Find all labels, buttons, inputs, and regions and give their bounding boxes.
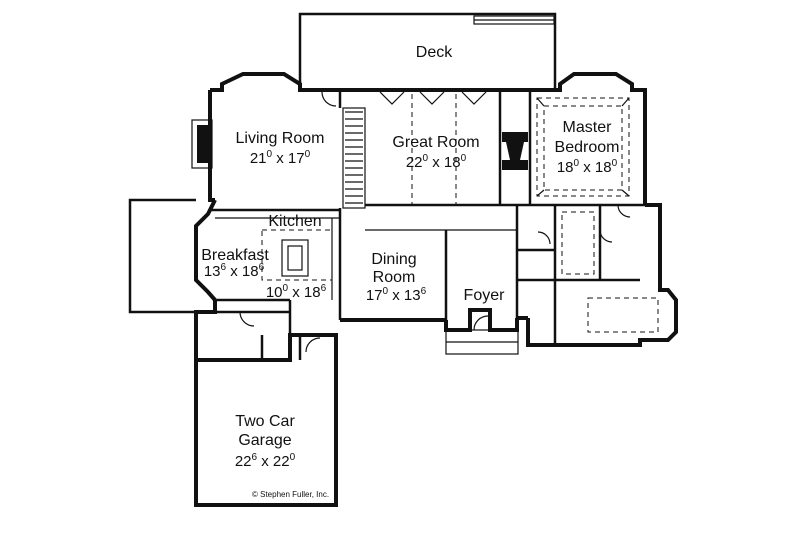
- master-bedroom-label-line2: Bedroom: [555, 139, 620, 156]
- kitchen-label: Kitchen: [268, 213, 321, 230]
- great-room-dimensions: 220 x 180: [406, 153, 467, 171]
- deck-area: [298, 12, 557, 90]
- breakfast-dimensions: 136 x 186: [204, 262, 265, 280]
- interior-walls: [210, 90, 660, 360]
- copyright-notice: © Stephen Fuller, Inc.: [252, 490, 329, 499]
- master-bedroom-label-line1: Master: [563, 119, 613, 136]
- dining-room-dimensions: 170 x 136: [366, 286, 427, 304]
- dashed-features: [261, 94, 659, 333]
- kitchen-dimensions: 100 x 186: [266, 283, 327, 301]
- exterior-walls: [128, 72, 678, 507]
- door-swings: [239, 91, 631, 353]
- deck-label: Deck: [416, 44, 453, 61]
- garage-label-line1: Two Car: [235, 413, 295, 430]
- dining-room-label-line2: Room: [373, 269, 416, 286]
- garage-dimensions: 226 x 220: [235, 452, 296, 470]
- great-room-label: Great Room: [392, 134, 479, 151]
- dining-room-label-line1: Dining: [371, 251, 416, 268]
- garage-label-line2: Garage: [238, 432, 291, 449]
- foyer-label: Foyer: [464, 287, 506, 304]
- living-room-label: Living Room: [236, 130, 325, 147]
- breakfast-label: Breakfast: [201, 247, 269, 264]
- master-bedroom-dimensions: 180 x 180: [557, 158, 618, 176]
- living-room-dimensions: 210 x 170: [250, 149, 311, 167]
